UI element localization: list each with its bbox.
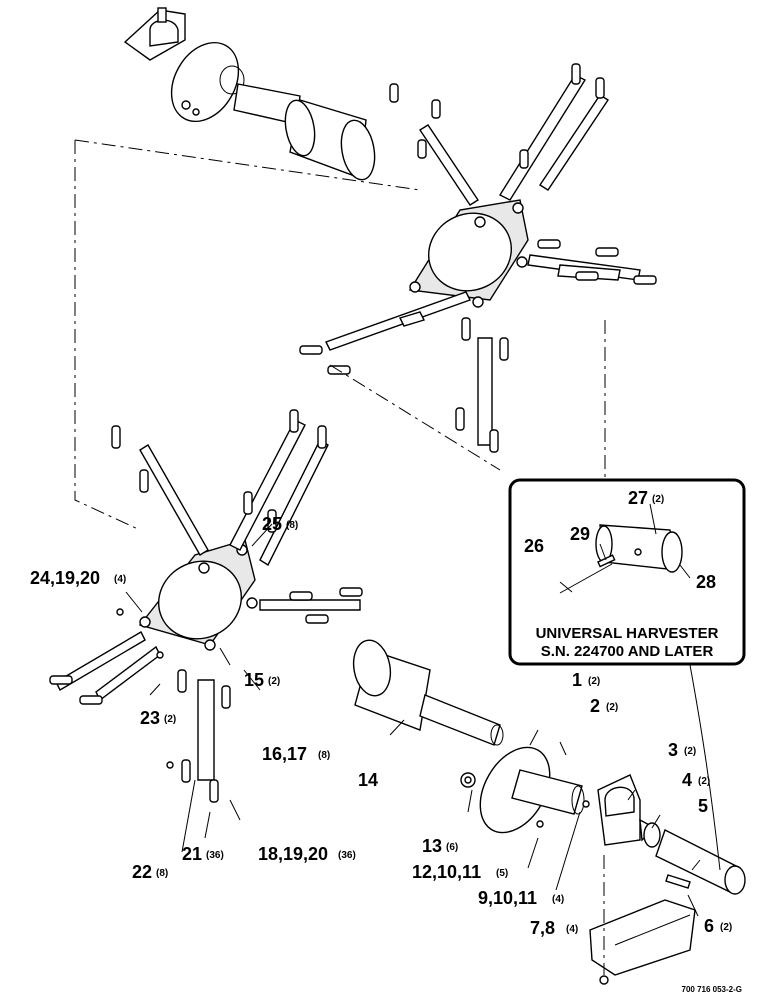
lower-shield-box [589, 855, 696, 985]
inset-caption-line2: S.N. 224700 AND LATER [541, 643, 714, 660]
callout-14: 14 [358, 770, 378, 790]
svg-text:(4): (4) [114, 574, 126, 585]
svg-text:(36): (36) [206, 850, 224, 861]
callout-9-10-11: 9,10,11 (4) [478, 888, 564, 908]
callout-29: 29 [570, 524, 590, 544]
callout-22: 22 (8) [132, 862, 168, 882]
svg-text:22: 22 [132, 862, 152, 882]
svg-text:25: 25 [262, 514, 282, 534]
svg-text:(8): (8) [156, 868, 168, 879]
top-spider-plate [408, 199, 529, 308]
svg-text:(4): (4) [566, 924, 578, 935]
svg-text:(8): (8) [286, 520, 298, 531]
svg-text:29: 29 [570, 524, 590, 544]
callout-12-10-11: 12,10,11 (5) [412, 862, 508, 882]
leader-lines [125, 503, 701, 917]
svg-text:(2): (2) [268, 676, 280, 687]
svg-text:12,10,11: 12,10,11 [412, 862, 481, 882]
svg-text:16,17: 16,17 [262, 744, 307, 764]
svg-text:5: 5 [698, 796, 708, 816]
callout-5: 5 [698, 796, 708, 816]
callout-27: 27 (2) [628, 488, 664, 508]
lower-flange-disc [460, 746, 585, 834]
callout-15: 15 (2) [244, 670, 280, 690]
callout-13: 13 (6) [422, 836, 458, 856]
svg-text:(2): (2) [164, 714, 176, 725]
callout-3: 3 (2) [668, 740, 696, 760]
svg-text:(6): (6) [446, 842, 458, 853]
svg-text:27: 27 [628, 488, 648, 508]
top-tine-clips [299, 63, 657, 453]
callout-4: 4 (2) [682, 770, 710, 790]
callout-7-8: 7,8 (4) [530, 918, 578, 938]
svg-text:(2): (2) [684, 746, 696, 757]
svg-text:13: 13 [422, 836, 442, 856]
lower-drive-shaft [643, 822, 746, 895]
top-tine-bars [325, 74, 641, 446]
svg-text:(5): (5) [496, 868, 508, 879]
svg-text:21: 21 [182, 844, 202, 864]
top-flange-disc [170, 41, 245, 123]
lower-tine-clips [49, 409, 363, 803]
lower-spider-plate [138, 539, 258, 651]
svg-text:(2): (2) [720, 922, 732, 933]
svg-text:24,19,20: 24,19,20 [30, 568, 100, 588]
callout-25: 25 (8) [262, 514, 298, 534]
svg-text:7,8: 7,8 [530, 918, 555, 938]
svg-text:9,10,11: 9,10,11 [478, 888, 537, 908]
svg-text:(4): (4) [552, 894, 564, 905]
svg-text:2: 2 [590, 696, 600, 716]
svg-text:15: 15 [244, 670, 264, 690]
svg-text:(2): (2) [698, 776, 710, 787]
lower-tine-bars [55, 419, 361, 781]
top-drum [284, 99, 376, 181]
svg-text:3: 3 [668, 740, 678, 760]
svg-text:(2): (2) [606, 702, 618, 713]
svg-text:4: 4 [682, 770, 692, 790]
inset-caption-line1: UNIVERSAL HARVESTER [536, 625, 719, 642]
svg-text:28: 28 [696, 572, 716, 592]
inset-box [508, 478, 746, 871]
svg-text:18,19,20: 18,19,20 [258, 844, 328, 864]
callout-1: 1 (2) [572, 670, 600, 690]
fasteners [116, 608, 590, 828]
svg-text:26: 26 [524, 536, 544, 556]
svg-text:(2): (2) [652, 494, 664, 505]
callout-28: 28 [696, 572, 716, 592]
svg-text:6: 6 [704, 916, 714, 936]
svg-text:(8): (8) [318, 750, 330, 761]
callout-23: 23 (2) [140, 708, 176, 728]
callout-24-19-20: 24,19,20 (4) [30, 568, 126, 588]
svg-text:1: 1 [572, 670, 582, 690]
callout-6: 6 (2) [704, 916, 732, 936]
callout-18-19-20: 18,19,20 (36) [258, 844, 356, 864]
callout-26: 26 [524, 536, 544, 556]
callout-21: 21 (36) [182, 844, 224, 864]
drawing-code: 700 716 053-2-G [682, 985, 743, 994]
svg-text:(36): (36) [338, 850, 356, 861]
top-bearing-bracket [123, 7, 186, 61]
lower-drum [352, 639, 504, 746]
svg-text:14: 14 [358, 770, 378, 790]
callout-16-17: 16,17 (8) [262, 744, 330, 764]
svg-text:(2): (2) [588, 676, 600, 687]
svg-text:23: 23 [140, 708, 160, 728]
callout-2: 2 (2) [590, 696, 618, 716]
alignment-lines [74, 139, 606, 531]
